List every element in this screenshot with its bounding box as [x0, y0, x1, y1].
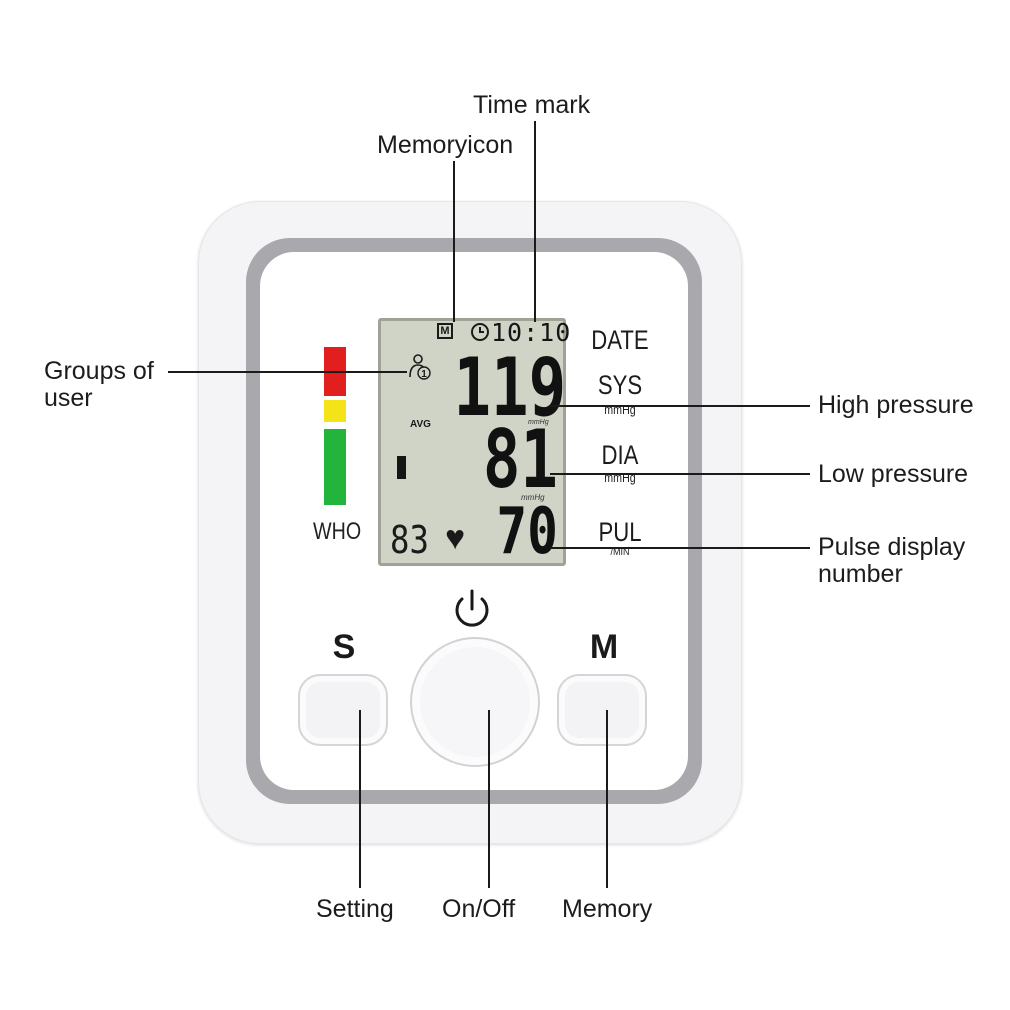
lcd-unit-sys: mmHg	[528, 419, 549, 426]
callout-memory-icon: Memoryicon	[377, 131, 514, 159]
pul-unit-label: /MIN	[610, 547, 630, 558]
pulse-count: 83	[390, 518, 429, 562]
lcd-unit-dia: mmHg	[521, 493, 545, 502]
s-key-label: S	[332, 628, 356, 666]
m-key-label: M	[589, 628, 619, 666]
dia-label: DIA	[601, 440, 639, 470]
callout-time-mark: Time mark	[473, 91, 591, 119]
setting-button[interactable]	[298, 674, 388, 746]
pulse-value: 70	[496, 495, 558, 569]
callout-pulse-display: Pulse display number	[818, 533, 966, 588]
user-number: 1	[421, 369, 427, 380]
power-icon	[455, 589, 489, 627]
lcd-screen	[378, 318, 566, 566]
callout-low-pressure: Low pressure	[818, 460, 969, 488]
heart-icon: ♥	[445, 519, 466, 557]
diastolic-value: 81	[482, 413, 558, 506]
avg-label: AVG	[410, 419, 431, 430]
power-button[interactable]	[410, 637, 540, 767]
memory-icon: M	[437, 323, 453, 339]
lcd-time: 10:10	[491, 318, 572, 347]
callout-memory: Memory	[562, 895, 653, 923]
sys-label: SYS	[597, 370, 643, 400]
who-label: WHO	[313, 518, 362, 545]
clock-icon	[471, 323, 489, 341]
systolic-value: 119	[453, 341, 567, 434]
date-label: DATE	[591, 325, 649, 355]
user-icon: 1	[409, 354, 431, 380]
pul-label: PUL	[598, 517, 642, 547]
callout-setting: Setting	[316, 895, 394, 923]
callout-on-off: On/Off	[442, 895, 516, 923]
lcd-pressure-segment	[397, 456, 406, 479]
memory-button[interactable]	[557, 674, 647, 746]
who-green-segment	[324, 429, 346, 505]
who-yellow-segment	[324, 400, 346, 422]
callout-groups-of-user: Groups of user	[44, 357, 154, 412]
callout-high-pressure: High pressure	[818, 391, 974, 419]
